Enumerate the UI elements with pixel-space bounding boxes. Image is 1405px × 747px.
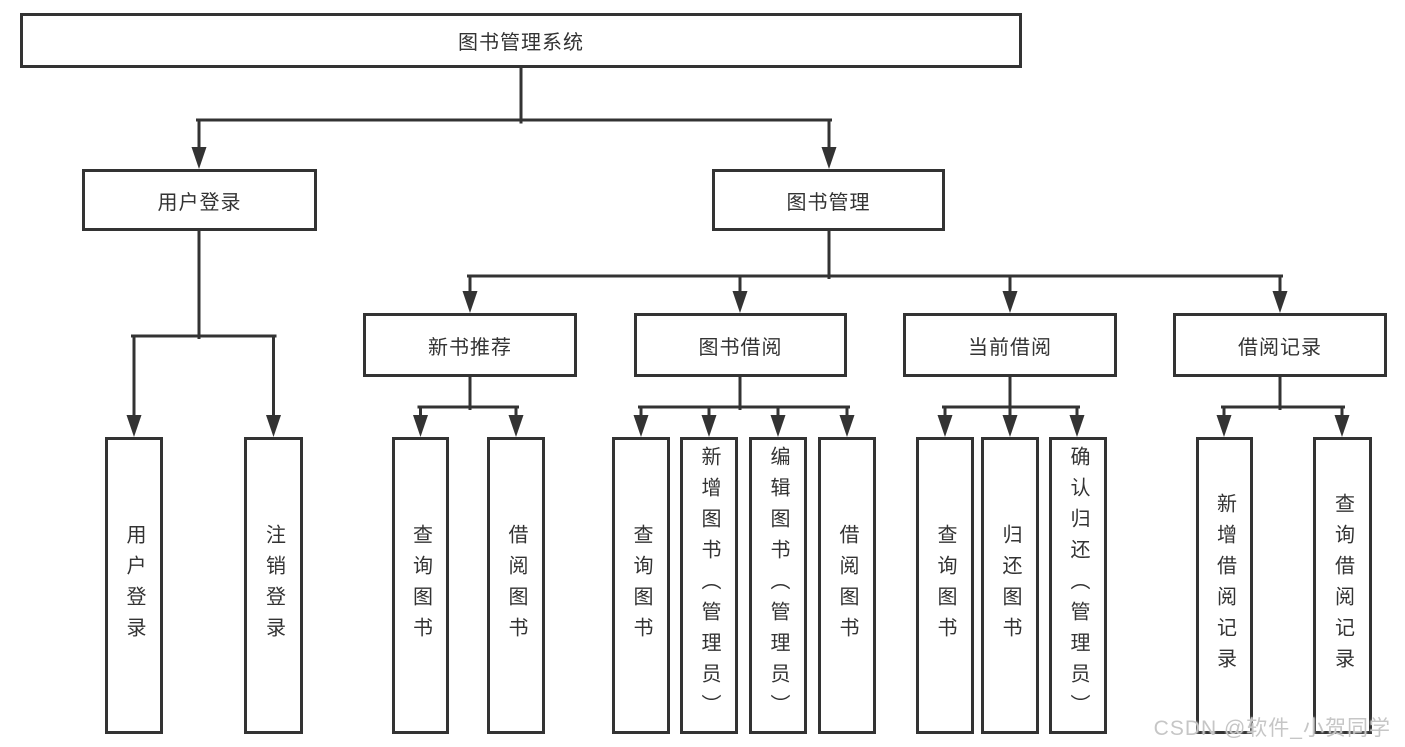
node-user-login: 用户登录 xyxy=(82,169,317,231)
node-user-login-leaf: 用户登录 xyxy=(105,437,163,734)
node-book-management: 图书管理 xyxy=(712,169,945,231)
node-query-borrow-record: 查询借阅记录 xyxy=(1313,437,1372,734)
node-book-borrowing: 图书借阅 xyxy=(634,313,847,377)
node-confirm-return-admin: 确认归还（管理员） xyxy=(1049,437,1107,734)
node-system-root: 图书管理系统 xyxy=(20,13,1022,68)
node-new-book-recommend: 新书推荐 xyxy=(363,313,577,377)
node-borrow-books-2: 借阅图书 xyxy=(818,437,876,734)
node-return-book: 归还图书 xyxy=(981,437,1039,734)
node-query-books-3: 查询图书 xyxy=(916,437,974,734)
node-borrow-books-1: 借阅图书 xyxy=(487,437,545,734)
node-add-book-admin: 新增图书（管理员） xyxy=(680,437,738,734)
node-current-borrowing: 当前借阅 xyxy=(903,313,1117,377)
node-add-borrow-record: 新增借阅记录 xyxy=(1196,437,1253,734)
node-logout-leaf: 注销登录 xyxy=(244,437,303,734)
node-edit-book-admin: 编辑图书（管理员） xyxy=(749,437,807,734)
node-query-books-2: 查询图书 xyxy=(612,437,670,734)
node-query-books-1: 查询图书 xyxy=(392,437,449,734)
watermark: CSDN @软件_小贺同学 xyxy=(1153,717,1391,740)
node-borrowing-records: 借阅记录 xyxy=(1173,313,1387,377)
